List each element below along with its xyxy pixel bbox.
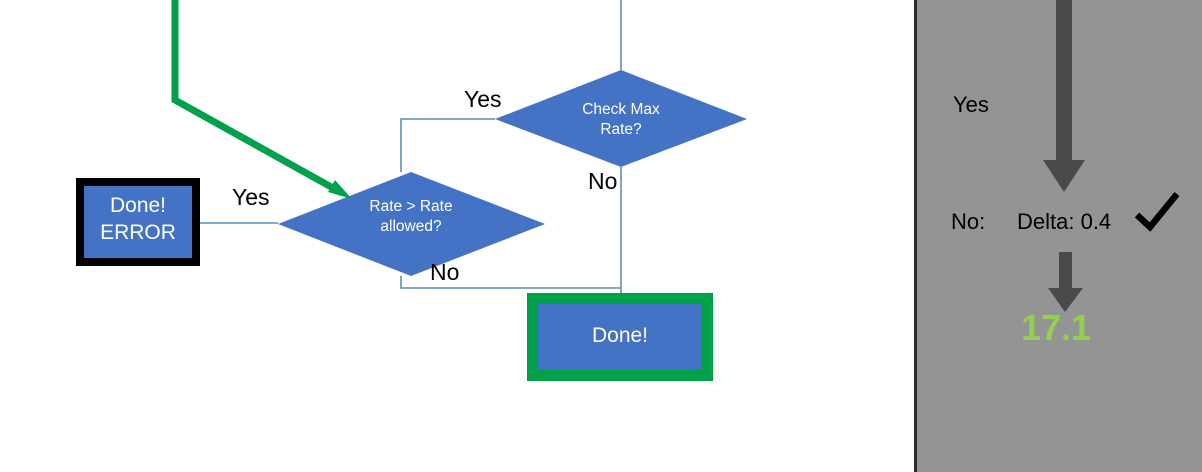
connector-lines <box>200 0 622 293</box>
connector-no-rate-to-done <box>400 276 621 289</box>
check-mark-icon <box>1134 191 1180 232</box>
panel-no-label: No: <box>951 209 986 234</box>
panel-arrow-top-icon <box>1043 0 1085 192</box>
green-highlight-arrow <box>171 0 352 199</box>
node-done-error[interactable] <box>76 178 200 266</box>
panel-arrows <box>1043 0 1085 312</box>
connector-yes-to-rate <box>400 118 495 172</box>
panel-result-value: 17.1 <box>1021 307 1092 348</box>
side-panel: Yes No: Delta: 0.4 17.1 <box>914 0 1202 472</box>
panel-yes-label: Yes <box>953 92 989 117</box>
node-rate-decision[interactable] <box>278 172 545 276</box>
panel-arrow-bottom-icon <box>1048 252 1083 312</box>
node-done[interactable] <box>527 293 713 381</box>
panel-delta-label: Delta: 0.4 <box>1017 209 1112 234</box>
node-check-max-rate[interactable] <box>495 70 747 167</box>
